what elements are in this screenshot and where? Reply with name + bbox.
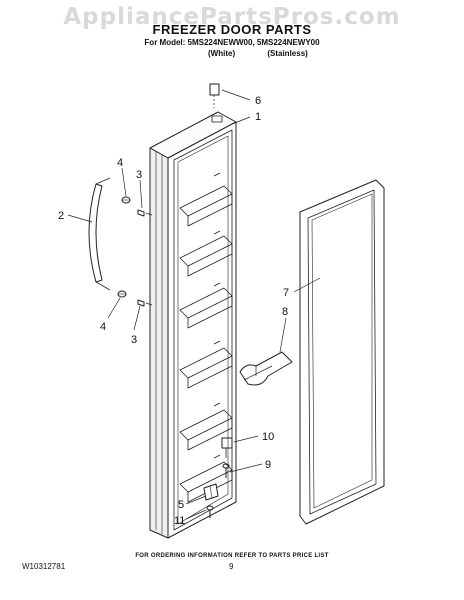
callout-2: 2 xyxy=(58,210,64,222)
bottom-hinge-pin xyxy=(221,437,233,458)
callout-5: 5 xyxy=(178,499,184,511)
model-line: For Model: 5MS224NEWW00, 5MS224NEWY00 xyxy=(144,38,320,47)
callout-3-lower: 3 xyxy=(131,334,137,346)
leader-lines xyxy=(67,89,321,520)
callout-6: 6 xyxy=(255,95,261,107)
freezer-door xyxy=(149,111,237,539)
hinge-screw xyxy=(222,463,230,478)
watermark-text: AppliancePartsPros.com xyxy=(63,4,401,30)
variant-labels: (White) (Stainless) xyxy=(208,49,338,58)
callout-4-upper: 4 xyxy=(117,157,123,169)
ordering-note: FOR ORDERING INFORMATION REFER TO PARTS … xyxy=(135,553,329,559)
callout-8: 8 xyxy=(282,306,288,318)
door-bucket xyxy=(239,351,293,386)
door-bins xyxy=(179,172,233,503)
upper-handle-screw-set xyxy=(121,196,153,217)
callout-7: 7 xyxy=(283,287,289,299)
page-number: 9 xyxy=(229,562,234,571)
callout-1: 1 xyxy=(255,111,261,123)
door-gasket xyxy=(299,179,385,525)
callout-9: 9 xyxy=(265,459,271,471)
document-number: W10312781 xyxy=(22,562,66,571)
callout-11: 11 xyxy=(174,515,185,527)
door-handle xyxy=(88,177,111,291)
callout-4-lower: 4 xyxy=(100,321,106,333)
callout-labels: 6 1 2 4 3 4 3 7 8 10 9 5 11 xyxy=(58,95,289,527)
lower-handle-screw-set xyxy=(117,290,153,307)
variant-stainless: (Stainless) xyxy=(267,49,308,58)
page-title: FREEZER DOOR PARTS xyxy=(152,22,312,37)
callout-10: 10 xyxy=(262,431,274,443)
variant-white: (White) xyxy=(208,49,236,58)
callout-3-upper: 3 xyxy=(136,169,142,181)
bracket-screw xyxy=(206,505,214,518)
top-hinge-bushing xyxy=(209,83,220,108)
